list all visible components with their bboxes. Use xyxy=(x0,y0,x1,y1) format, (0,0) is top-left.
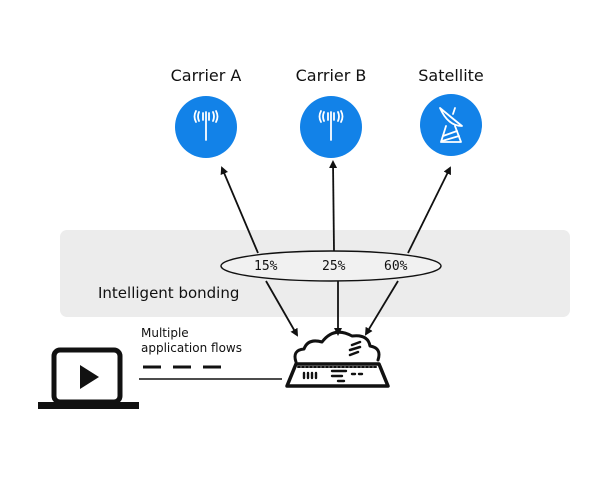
cell-tower-icon xyxy=(318,110,344,141)
flows-label-line2: application flows xyxy=(141,341,242,355)
flows-label: Multiple application flows xyxy=(141,326,242,356)
arrow-to-router-a xyxy=(265,280,298,337)
arrow-to-carrier-a xyxy=(220,166,259,254)
arrow-to-satellite xyxy=(407,166,451,254)
satellite-label: Satellite xyxy=(418,66,484,85)
bonding-label: Intelligent bonding xyxy=(98,284,240,302)
carrier-b-node xyxy=(300,96,362,158)
arrow-to-carrier-b xyxy=(329,160,338,252)
cell-tower-icon xyxy=(193,110,219,141)
carrier-a-label: Carrier A xyxy=(170,66,242,85)
router-icon xyxy=(285,330,390,388)
split-carrier-a: 15% xyxy=(247,259,285,274)
arrow-to-router-c xyxy=(364,280,399,336)
flows-label-line1: Multiple xyxy=(141,326,189,340)
laptop-video-icon xyxy=(38,347,139,409)
split-satellite: 60% xyxy=(377,259,415,274)
satellite-dish-icon xyxy=(439,107,463,143)
carrier-a-node xyxy=(175,96,237,158)
satellite-node xyxy=(420,94,482,156)
carrier-b-label: Carrier B xyxy=(295,66,367,85)
split-carrier-b: 25% xyxy=(315,259,353,274)
